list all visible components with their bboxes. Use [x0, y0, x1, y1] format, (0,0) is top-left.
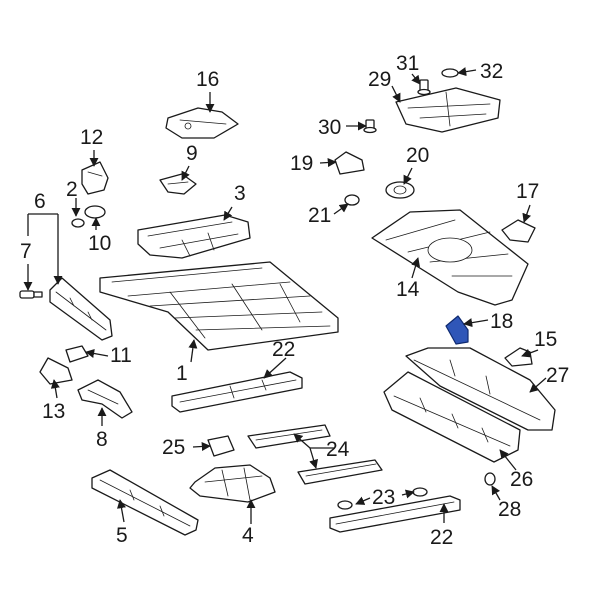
part-1-front-floor-pan — [99, 261, 339, 351]
part-25-bracket — [207, 435, 235, 457]
part-22b-rocker-rail — [329, 495, 461, 533]
callout-25: 25 — [162, 436, 185, 459]
callout-3: 3 — [234, 182, 246, 205]
part-12-bracket — [81, 161, 109, 195]
callout-19: 19 — [290, 152, 313, 175]
callout-30: 30 — [318, 116, 341, 139]
callout-28: 28 — [498, 498, 521, 521]
part-3-crossmember — [137, 214, 251, 259]
leader-lines — [23, 67, 547, 524]
callout-13: 13 — [42, 400, 65, 423]
callout-22a: 22 — [272, 338, 295, 361]
callout-14: 14 — [396, 278, 420, 301]
part-22a-rocker-rail — [171, 371, 303, 413]
callout-4: 4 — [242, 524, 254, 547]
callout-6: 6 — [34, 190, 46, 213]
part-15-bracket — [504, 347, 533, 367]
callout-16: 16 — [196, 68, 219, 91]
part-26-rear-side-member — [383, 371, 521, 463]
part-16-bracket — [165, 107, 239, 139]
part-20-plug — [385, 181, 415, 199]
callout-9: 9 — [186, 142, 198, 165]
callout-17: 17 — [516, 180, 539, 203]
part-7-bolt — [19, 290, 43, 299]
callout-7: 7 — [20, 240, 32, 263]
part-18-highlighted-bracket — [445, 315, 469, 345]
part-24-rails — [247, 424, 383, 485]
part-8-bracket — [77, 379, 133, 419]
callout-11: 11 — [110, 344, 132, 367]
part-13-bracket — [39, 357, 73, 385]
callout-20: 20 — [406, 144, 429, 167]
part-29-panel — [395, 87, 501, 133]
callout-27: 27 — [546, 364, 569, 387]
callout-12: 12 — [80, 126, 103, 149]
callout-18: 18 — [490, 310, 513, 333]
part-9-bracket — [159, 173, 197, 195]
part-28-plug — [484, 472, 496, 486]
callout-5: 5 — [116, 524, 128, 547]
part-11-bracket — [65, 345, 89, 363]
callout-26: 26 — [510, 468, 533, 491]
callout-1: 1 — [176, 362, 188, 385]
part-2-plug — [71, 218, 85, 228]
callout-22b: 22 — [430, 526, 453, 549]
part-32-nut — [441, 68, 459, 78]
callout-labels: 1 2 3 4 5 6 7 8 9 10 11 12 13 14 15 16 1… — [20, 52, 569, 549]
callout-29: 29 — [368, 68, 391, 91]
part-31-bolt — [417, 79, 431, 96]
callout-32: 32 — [480, 60, 503, 83]
callout-10: 10 — [88, 232, 111, 255]
callout-31: 31 — [396, 52, 419, 75]
callout-21: 21 — [308, 204, 331, 227]
part-4-floor-member — [189, 464, 276, 503]
part-5-side-member — [91, 469, 199, 536]
part-10-plug — [84, 205, 106, 219]
part-21-plug — [344, 194, 360, 206]
part-14-rear-floor-pan — [371, 209, 529, 306]
callout-15: 15 — [534, 328, 557, 351]
part-27-rear-side-member — [405, 347, 556, 431]
part-17-bracket — [501, 219, 536, 243]
callout-2: 2 — [66, 178, 78, 201]
part-19-bracket — [334, 151, 365, 175]
callout-8: 8 — [96, 428, 108, 451]
part-30-bolt — [363, 119, 377, 134]
part-23-plugs — [337, 487, 428, 510]
callout-23: 23 — [372, 486, 395, 509]
callout-24: 24 — [326, 438, 350, 461]
